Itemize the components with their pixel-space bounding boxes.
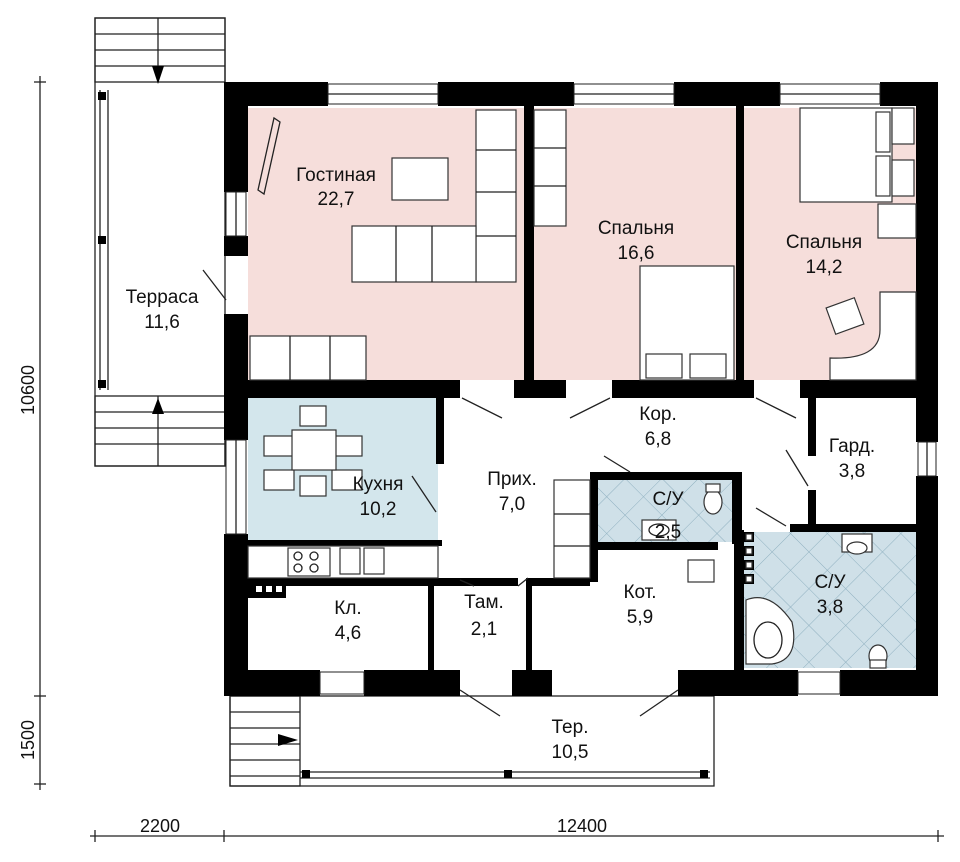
room-area: 7,0 xyxy=(499,494,525,515)
room-label-wardrobe: Гард. 3,8 xyxy=(829,436,875,482)
room-label-bath: С/У 3,8 xyxy=(814,572,846,618)
interior-walls xyxy=(246,106,916,670)
room-label-wc-small: С/У 2,5 xyxy=(652,489,684,543)
room-area: 14,2 xyxy=(806,257,843,278)
room-label-hall: Прих. 7,0 xyxy=(487,469,537,515)
room-area: 3,8 xyxy=(817,597,843,618)
room-name: Спальня xyxy=(598,218,674,239)
dimension-width-main: 12400 xyxy=(557,816,607,836)
room-name: Кор. xyxy=(639,404,676,425)
room-name: Гард. xyxy=(829,436,875,457)
stair-arrow-up xyxy=(152,398,164,414)
exterior-walls xyxy=(224,82,938,696)
dimension-height-terrace: 1500 xyxy=(18,720,38,760)
room-label-living: Гостиная 22,7 xyxy=(296,165,376,210)
room-area: 11,6 xyxy=(144,312,180,333)
room-area: 4,6 xyxy=(335,623,361,644)
dimension-width-terrace: 2200 xyxy=(140,816,180,836)
room-name: Спальня xyxy=(786,232,862,253)
room-area: 6,8 xyxy=(645,429,671,450)
room-name: С/У xyxy=(814,572,846,593)
room-area: 3,8 xyxy=(839,461,865,482)
room-label-boiler: Кот. 5,9 xyxy=(623,582,656,628)
room-label-pantry: Кл. 4,6 xyxy=(334,598,361,644)
room-area: 2,1 xyxy=(471,619,497,640)
room-label-corridor: Кор. 6,8 xyxy=(639,404,676,450)
room-name: Кухня xyxy=(353,474,404,495)
room-name: Кл. xyxy=(334,598,361,619)
room-label-terrace-front: Тер. 10,5 xyxy=(552,717,589,763)
room-area: 10,5 xyxy=(552,742,589,763)
room-label-kitchen: Кухня 10,2 xyxy=(353,474,404,520)
kitchen-fill xyxy=(248,398,438,540)
room-area: 16,6 xyxy=(618,243,655,264)
room-name: Гостиная xyxy=(296,165,376,186)
front-terrace xyxy=(229,689,715,787)
room-label-vestibule: Там. 2,1 xyxy=(464,592,504,640)
room-area: 22,7 xyxy=(318,189,355,210)
room-area: 10,2 xyxy=(360,499,397,520)
room-name: Терраса xyxy=(126,287,199,308)
room-name: Прих. xyxy=(487,469,537,490)
room-name: С/У xyxy=(652,489,684,510)
room-name: Тер. xyxy=(552,717,589,738)
room-label-bedroom1: Спальня 16,6 xyxy=(598,218,674,264)
left-terrace xyxy=(94,17,227,467)
dimension-lines xyxy=(34,76,944,842)
dimension-height-main: 10600 xyxy=(18,365,38,415)
room-label-bedroom2: Спальня 14,2 xyxy=(786,232,862,278)
room-name: Там. xyxy=(464,592,504,613)
windows xyxy=(225,83,937,695)
room-name: Кот. xyxy=(623,582,656,603)
room-area: 5,9 xyxy=(627,607,653,628)
door-swings xyxy=(411,397,809,587)
stair-arrow-down xyxy=(152,66,164,84)
stair-arrow-right xyxy=(278,734,298,746)
room-label-terrace-left: Терраса 11,6 xyxy=(126,287,199,333)
furniture xyxy=(247,107,917,669)
room-area: 2,5 xyxy=(655,522,681,543)
